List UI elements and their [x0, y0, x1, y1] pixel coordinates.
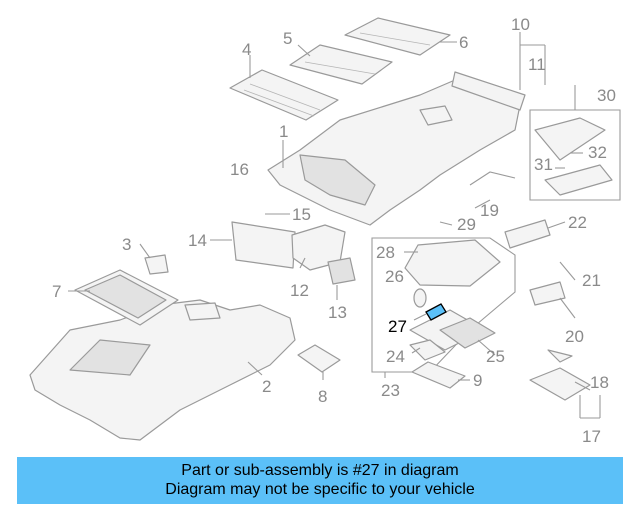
parts-diagram: 1 2 3 4 5 6 7 8 9 10 11 12 13 14 15 16 1…	[29, 15, 621, 446]
callout-2: 2	[262, 377, 271, 396]
part-30	[534, 117, 606, 161]
headliner-lower	[29, 299, 296, 441]
ring-8	[297, 344, 341, 373]
callout-5: 5	[283, 29, 292, 48]
part-17	[529, 367, 591, 401]
part-31	[544, 164, 613, 196]
banner-line-1: Part or sub-assembly is #27 in diagram	[181, 462, 459, 479]
callout-11: 11	[528, 55, 546, 74]
overhead-console	[404, 239, 501, 287]
part-22	[504, 219, 551, 249]
callout-20: 20	[565, 327, 584, 346]
callout-13: 13	[328, 303, 347, 322]
callout-14: 14	[188, 231, 207, 250]
callout-29: 29	[457, 215, 476, 234]
lens-9	[411, 361, 466, 389]
part-27-highlight	[425, 303, 447, 321]
group-30-box	[529, 109, 621, 201]
callout-21: 21	[582, 271, 601, 290]
callout-23: 23	[381, 381, 400, 400]
part-26	[413, 288, 427, 308]
callout-22: 22	[568, 213, 587, 232]
callout-17: 17	[582, 427, 601, 446]
callout-31: 31	[534, 155, 553, 174]
clip-3	[144, 254, 169, 275]
grab-handle	[469, 171, 516, 186]
callout-12: 12	[290, 281, 309, 300]
part-13	[327, 257, 356, 285]
part-21	[529, 281, 566, 306]
callout-16: 16	[230, 160, 249, 179]
callout-10: 10	[511, 15, 530, 34]
console-box	[371, 237, 516, 373]
roof-rail	[451, 71, 526, 111]
callout-4: 4	[242, 40, 251, 59]
callout-6: 6	[459, 33, 468, 52]
callout-26: 26	[385, 267, 404, 286]
leader-lines	[68, 32, 601, 419]
callout-30: 30	[597, 86, 616, 105]
callout-25: 25	[486, 347, 505, 366]
headliner-upper	[267, 79, 521, 226]
info-banner: Part or sub-assembly is #27 in diagram D…	[17, 457, 623, 504]
callout-27: 27	[388, 317, 407, 336]
callout-3: 3	[122, 235, 131, 254]
callout-32: 32	[588, 143, 607, 162]
callout-18: 18	[590, 373, 609, 392]
callout-8: 8	[318, 387, 327, 406]
banner-line-2: Diagram may not be specific to your vehi…	[165, 481, 475, 498]
callout-15: 15	[292, 205, 311, 224]
callout-1: 1	[279, 122, 288, 141]
callout-7: 7	[52, 282, 61, 301]
roof-panels	[229, 17, 451, 121]
callout-24: 24	[386, 347, 405, 366]
sun-visor	[231, 221, 296, 269]
callout-19: 19	[480, 201, 499, 220]
callout-9: 9	[473, 371, 482, 390]
part-18	[547, 349, 573, 363]
callout-28: 28	[376, 243, 395, 262]
part-24	[409, 339, 446, 361]
